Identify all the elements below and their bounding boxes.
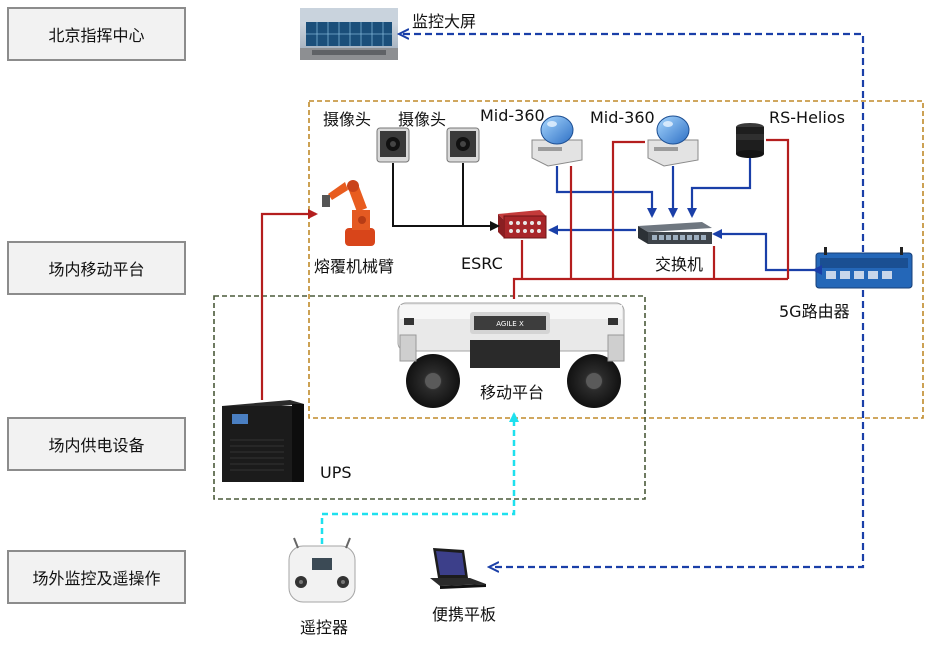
label-video-wall: 监控大屏	[412, 12, 477, 31]
ups-image	[222, 400, 304, 482]
zone-label-remote: 场外监控及遥操作	[7, 550, 186, 604]
router-image	[815, 247, 913, 289]
label-remote-controller: 遥控器	[300, 618, 349, 637]
mobile-platform-image: AGILE X	[397, 302, 625, 408]
video-wall-image	[300, 8, 398, 60]
label-camera-1: 摄像头	[323, 110, 372, 129]
link-5g-videowall	[400, 34, 865, 252]
label-laptop: 便携平板	[432, 605, 497, 624]
power-bus-platform	[512, 277, 788, 299]
link-rc-platform	[320, 412, 519, 544]
remote-controller-image	[288, 537, 356, 603]
esrc-image	[498, 210, 547, 239]
robot-arm-image	[322, 180, 375, 246]
label-lidar-2: Mid-360	[590, 108, 655, 127]
switch-image	[638, 222, 712, 244]
label-ups: UPS	[320, 463, 352, 482]
link-lidar1-switch	[555, 166, 657, 218]
lidar-3-image	[736, 123, 764, 158]
zone-label-power: 场内供电设备	[7, 417, 186, 471]
lidar-1-image	[531, 115, 583, 167]
zone-label-mobile-platform: 场内移动平台	[7, 241, 186, 295]
link-router-switch	[712, 229, 822, 275]
laptop-image	[430, 548, 486, 589]
label-esrc: ESRC	[461, 254, 503, 273]
power-ups-arm	[260, 209, 318, 400]
label-robot-arm: 熔覆机械臂	[314, 257, 395, 276]
zone-box-mobile-platform	[308, 100, 924, 419]
zone-box-power	[213, 295, 646, 500]
power-lidar2	[611, 140, 645, 279]
zone-label-command-center: 北京指挥中心	[7, 7, 186, 61]
label-camera-2: 摄像头	[398, 110, 447, 129]
lidar-2-image	[647, 115, 699, 167]
power-lidar3	[766, 138, 790, 279]
link-camera1-esrc	[392, 163, 500, 231]
label-router: 5G路由器	[779, 302, 850, 321]
link-lidar3-switch	[687, 158, 752, 218]
label-lidar-3: RS-Helios	[769, 108, 845, 127]
link-5g-laptop	[490, 290, 865, 567]
camera-2-image	[446, 127, 480, 163]
label-lidar-1: Mid-360	[480, 106, 545, 125]
camera-1-image	[376, 127, 410, 163]
label-switch: 交换机	[655, 255, 704, 274]
platform-badge: AGILE X	[496, 320, 524, 328]
label-mobile-platform: 移动平台	[480, 383, 545, 402]
